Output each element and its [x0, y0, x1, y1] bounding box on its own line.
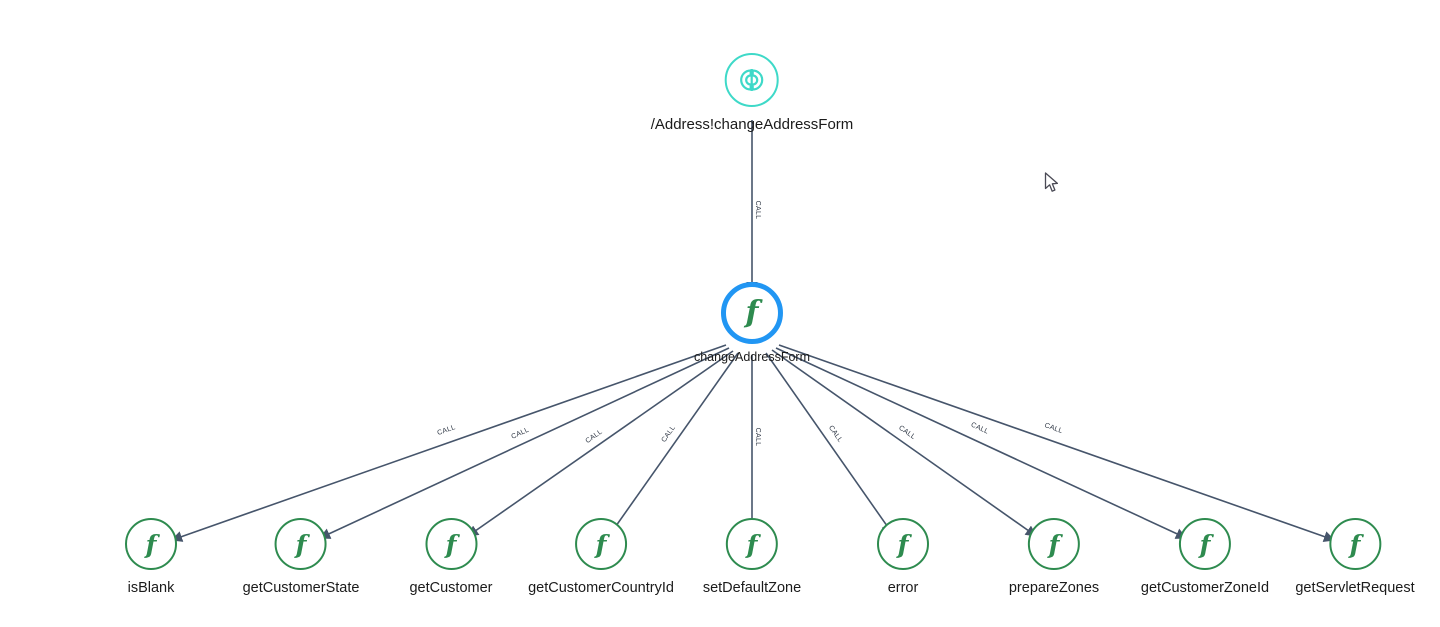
node-function-circle[interactable]: f	[575, 518, 627, 570]
node-function-error[interactable]: f error	[877, 518, 929, 596]
node-function-circle[interactable]: f	[424, 518, 477, 570]
node-function-circle[interactable]: f	[275, 518, 327, 570]
node-function-label: getCustomerZoneId	[1140, 580, 1270, 596]
node-function-label: error	[887, 580, 919, 596]
node-function-getCustomer[interactable]: f getCustomer	[409, 518, 493, 596]
node-function-circle[interactable]: f	[726, 518, 778, 570]
node-function-isBlank[interactable]: f isBlank	[125, 518, 177, 596]
node-root[interactable]: f changeAddressForm	[694, 282, 810, 364]
edges-group	[170, 120, 1336, 542]
edge-root-to-getCustomerCountryId[interactable]	[610, 352, 739, 534]
node-function-label: getServletRequest	[1295, 580, 1415, 596]
function-f-icon: f	[745, 295, 759, 330]
function-f-icon: f	[595, 529, 607, 559]
node-function-circle[interactable]: f	[1028, 518, 1080, 570]
function-f-icon: f	[1048, 529, 1060, 559]
node-function-circle[interactable]: f	[877, 518, 929, 570]
node-endpoint-circle[interactable]	[724, 53, 779, 107]
node-function-label: getCustomer	[409, 580, 493, 596]
node-function-label: getCustomerCountryId	[528, 580, 674, 596]
edge-label-root-to-setDefaultZone: CALL	[754, 428, 761, 447]
function-f-icon: f	[1349, 529, 1361, 559]
node-function-getCustomerState[interactable]: f getCustomerState	[242, 518, 360, 596]
node-function-setDefaultZone[interactable]: f setDefaultZone	[703, 518, 801, 596]
edge-root-to-prepareZones[interactable]	[771, 349, 1037, 537]
edge-root-to-getCustomer[interactable]	[467, 350, 734, 537]
edge-root-to-error[interactable]	[765, 352, 893, 534]
edge-root-to-getCustomerZoneId[interactable]	[775, 347, 1188, 539]
node-function-label: isBlank	[127, 580, 175, 596]
edge-label-root-to-error: CALL	[827, 424, 843, 443]
function-f-icon: f	[445, 529, 457, 559]
node-function-circle[interactable]: f	[1179, 518, 1231, 570]
edge-label-endpoint-to-root: CALL	[754, 201, 761, 220]
edge-label-root-to-getServletRequest: CALL	[1044, 422, 1064, 435]
edge-label-root-to-getCustomerZoneId: CALL	[970, 422, 990, 436]
node-root-label: changeAddressForm	[693, 350, 811, 364]
node-function-getServletRequest[interactable]: f getServletRequest	[1295, 518, 1415, 596]
node-endpoint[interactable]: /Address!changeAddressForm	[650, 53, 854, 133]
api-endpoint-icon	[740, 69, 764, 91]
edge-label-root-to-getCustomerCountryId: CALL	[661, 424, 678, 443]
node-function-getCustomerCountryId[interactable]: f getCustomerCountryId	[528, 518, 674, 596]
function-f-icon: f	[1199, 529, 1211, 559]
node-function-prepareZones[interactable]: f prepareZones	[1009, 518, 1099, 596]
function-f-icon: f	[746, 529, 758, 559]
function-f-icon: f	[145, 529, 157, 559]
node-function-label: setDefaultZone	[702, 580, 802, 596]
node-function-label: prepareZones	[1008, 580, 1100, 596]
node-function-getCustomerZoneId[interactable]: f getCustomerZoneId	[1141, 518, 1269, 596]
node-function-circle[interactable]: f	[1328, 518, 1381, 570]
edge-label-root-to-getCustomerState: CALL	[510, 427, 530, 441]
edge-root-to-isBlank[interactable]	[170, 344, 727, 542]
function-f-icon: f	[897, 529, 909, 559]
edge-label-root-to-isBlank: CALL	[437, 424, 457, 437]
edge-root-to-getServletRequest[interactable]	[778, 344, 1336, 542]
node-function-label: getCustomerState	[242, 580, 360, 596]
node-root-circle[interactable]: f	[721, 282, 783, 344]
node-endpoint-label: /Address!changeAddressForm	[650, 116, 854, 133]
edge-label-root-to-prepareZones: CALL	[897, 425, 916, 442]
node-function-circle[interactable]: f	[125, 518, 177, 570]
edge-root-to-getCustomerState[interactable]	[318, 347, 730, 539]
function-f-icon: f	[295, 529, 307, 559]
